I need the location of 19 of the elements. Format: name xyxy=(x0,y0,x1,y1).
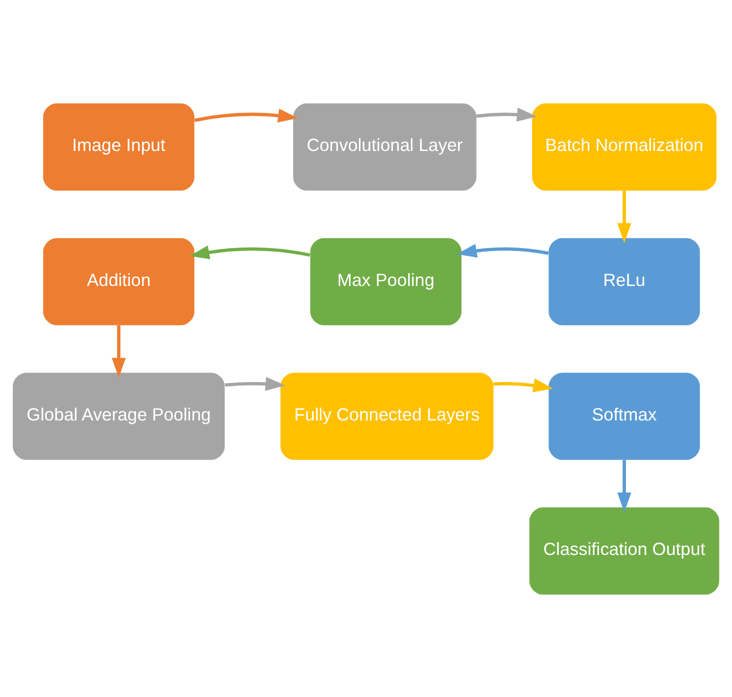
node-box: Softmax xyxy=(548,372,700,460)
arrow xyxy=(112,324,126,378)
arrow xyxy=(476,107,537,122)
node-box: ReLu xyxy=(548,238,700,325)
node-box: Batch Normalization xyxy=(532,102,716,190)
arrow xyxy=(617,459,632,512)
arrow xyxy=(194,108,298,122)
node-box: Classification Output xyxy=(529,506,720,594)
node-box: Max Pooling xyxy=(310,238,462,325)
arrow xyxy=(224,376,286,390)
node-box: Image Input xyxy=(43,102,194,190)
arrow xyxy=(456,243,549,258)
node-box: Fully Connected Layers xyxy=(280,372,494,460)
arrow xyxy=(617,190,632,243)
node-box: Global Average Pooling xyxy=(12,372,225,460)
arrow xyxy=(494,378,554,392)
node-box: Convolutional Layer xyxy=(293,102,476,190)
node-box: Addition xyxy=(43,238,194,325)
arrow xyxy=(189,245,310,259)
